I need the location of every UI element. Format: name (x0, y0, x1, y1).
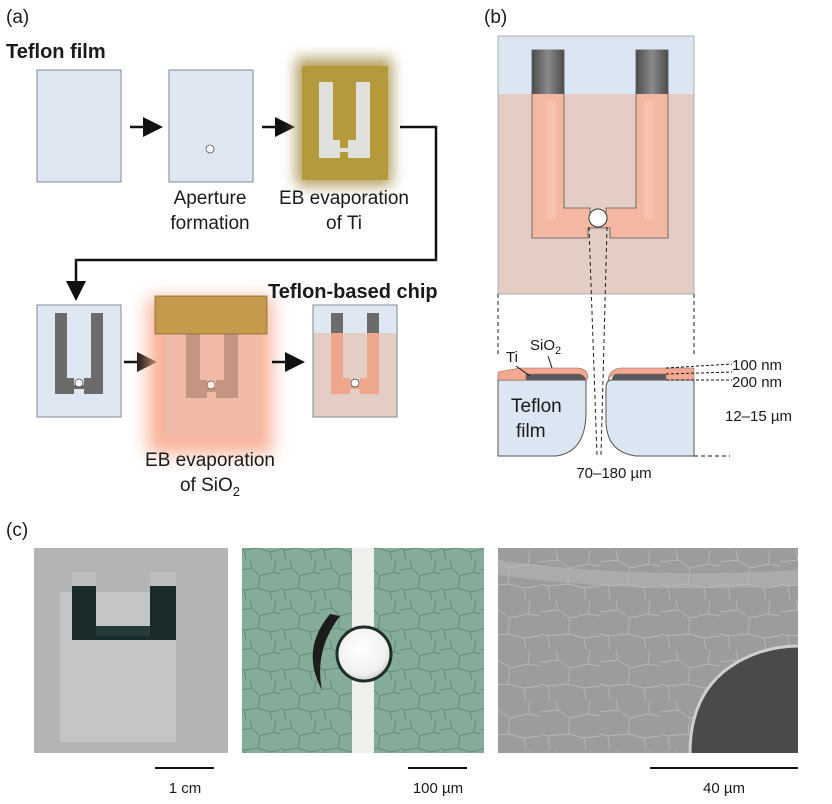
film-with-aperture (168, 69, 254, 183)
connector-line (66, 125, 438, 301)
guide-left (588, 226, 598, 456)
panel-label-b: (b) (484, 7, 507, 28)
photo-aperture-optical (242, 548, 484, 753)
b-ti-pad-right (636, 50, 668, 94)
guide-right (600, 226, 608, 456)
b-aperture (588, 208, 608, 228)
b-label-teflon-2: film (516, 421, 546, 442)
b-sio2-left (497, 367, 589, 381)
b-dim-line-1 (665, 363, 733, 369)
b-ti-pad-left (532, 50, 564, 94)
b-inner-lighter-right (644, 100, 654, 220)
b-inner-lighter-left (546, 100, 556, 220)
panel-label-c: (c) (6, 520, 28, 541)
step3-caption-line2: of SiO2 (180, 475, 240, 499)
step1-caption-line2: formation (170, 213, 249, 234)
photo-sem (498, 548, 799, 754)
scale-label-1: 1 cm (169, 780, 202, 797)
step2-caption-line2: of Ti (326, 213, 362, 234)
b-teflon-left (497, 379, 587, 457)
b-sio2-prefix: SiO (530, 337, 555, 354)
step3-caption-line1: EB evaporation (145, 450, 275, 471)
b-teflon-right (605, 379, 695, 457)
sio2-u-pattern (186, 318, 238, 398)
sio2-prefix: of SiO (180, 475, 233, 496)
b-dim-line-2 (665, 371, 733, 375)
b-dim-ti: 200 nm (732, 374, 782, 391)
b-leader-sio2 (547, 355, 553, 369)
label-teflon-film: Teflon film (6, 41, 106, 63)
b-sio2-subscript: 2 (555, 345, 561, 357)
final-aperture (350, 378, 360, 388)
b-leader-ti (515, 365, 531, 377)
ti-evaporation-chip (302, 66, 388, 180)
b-chip-border (497, 35, 695, 295)
sio2-aperture (206, 380, 216, 390)
final-u-pattern (331, 313, 379, 394)
scale-label-3: 40 µm (703, 780, 745, 797)
b-ti-left (526, 374, 586, 380)
ti-patterned-film (36, 304, 122, 418)
ti-aperture (74, 378, 84, 388)
aperture-hole (205, 144, 215, 154)
b-label-ti: Ti (506, 349, 518, 366)
sio2-subscript: 2 (233, 484, 240, 499)
ti-u-pattern (55, 313, 103, 394)
final-ti-pad-right (367, 313, 379, 333)
step2-caption-line1: EB evaporation (279, 188, 409, 209)
label-final-chip: Teflon-based chip (268, 281, 438, 303)
b-label-teflon-1: Teflon (511, 396, 562, 417)
step1-caption-line1: Aperture (174, 188, 247, 209)
photo-chip (34, 548, 228, 753)
final-chip-border (312, 304, 398, 418)
b-dim-film: 12–15 µm (725, 408, 792, 425)
b-sio2-right (607, 367, 695, 383)
b-ti-right (612, 374, 666, 380)
ti-u-mask (319, 82, 370, 158)
panel-label-a: (a) (6, 7, 29, 28)
b-label-sio2: SiO2 (530, 337, 561, 357)
b-dim-sio2: 100 nm (732, 357, 782, 374)
final-ti-pad-left (331, 313, 343, 333)
sio2-mask (154, 295, 268, 335)
b-dim-aperture: 70–180 µm (576, 465, 651, 482)
final-chip-top (313, 305, 397, 333)
blank-film (36, 69, 122, 183)
scale-label-2: 100 µm (413, 780, 463, 797)
